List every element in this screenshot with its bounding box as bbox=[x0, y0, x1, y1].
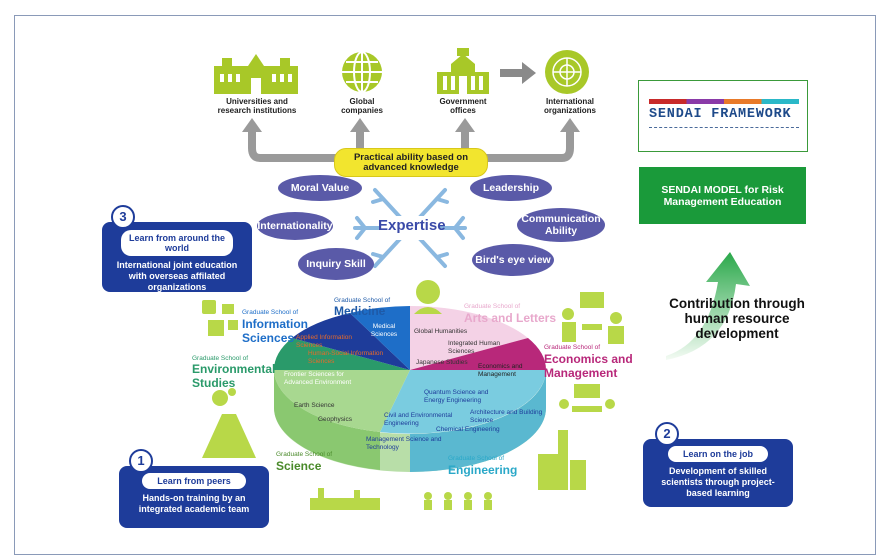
pie-slice-arts bbox=[410, 305, 528, 370]
right-arrow-icon bbox=[500, 62, 536, 84]
factory-icon bbox=[310, 488, 380, 510]
school-information-sciences: Information Sciences bbox=[242, 317, 308, 345]
sub-quantum: Quantum Science and Energy Engineering bbox=[424, 389, 489, 404]
skill-moral-value: Moral Value bbox=[278, 175, 362, 201]
contribution-text: Contribution through human resource deve… bbox=[669, 296, 805, 341]
connector-arrows bbox=[242, 118, 580, 162]
env-tag: Graduate School of bbox=[192, 355, 249, 362]
sub-frontier: Frontier Sciences for Advanced Environme… bbox=[284, 371, 352, 386]
sub-integrated-hum: Integrated Human Sciences bbox=[448, 340, 501, 355]
learn-peers-body: Hands-on training by an integrated acade… bbox=[138, 493, 250, 514]
sendai-framework-logo: SENDAI FRAMEWORK bbox=[638, 80, 808, 152]
eng-tag: Graduate School of bbox=[448, 455, 505, 462]
number-3-badge: 3 bbox=[111, 205, 135, 229]
school-environmental: Environmental Studies bbox=[192, 362, 276, 390]
school-arts-letters: Arts and Letters bbox=[464, 311, 557, 325]
org-government-label: Government offices bbox=[439, 97, 487, 115]
un-emblem-icon bbox=[545, 50, 589, 94]
framework-subtitle-stripe bbox=[649, 127, 799, 131]
learn-world-body: International joint education with overs… bbox=[116, 260, 238, 292]
sub-econ-mgmt: Economics and Management bbox=[478, 363, 523, 378]
info-tag: Graduate School of bbox=[242, 309, 299, 316]
learn-job-body: Development of skilled scientists throug… bbox=[661, 466, 775, 498]
doctor-icon bbox=[414, 280, 442, 314]
school-science: Science bbox=[276, 459, 322, 473]
sub-civil: Civil and Environmental Engineering bbox=[384, 412, 453, 427]
upward-arrow-icon bbox=[666, 252, 750, 360]
pie-depth-science bbox=[274, 370, 380, 470]
learn-peers-head: Learn from peers bbox=[142, 473, 246, 489]
framework-color-bar bbox=[649, 99, 799, 104]
learn-peers-box: Learn from peers Hands-on training by an… bbox=[119, 466, 269, 528]
graduate-schools-pie bbox=[273, 305, 547, 472]
sub-mgmt-sci: Management Science and Technology bbox=[366, 436, 442, 451]
diagram-frame bbox=[14, 15, 876, 555]
org-companies-label: Global companies bbox=[341, 97, 383, 115]
framework-title: SENDAI FRAMEWORK bbox=[649, 107, 792, 122]
volcano-icon bbox=[202, 388, 256, 458]
sub-arch: Architecture and Building Science bbox=[470, 409, 543, 424]
sub-geophysics: Geophysics bbox=[318, 416, 352, 423]
medicine-tag: Graduate School of bbox=[334, 297, 391, 304]
learn-world-box: Learn from around the world Internationa… bbox=[102, 222, 252, 292]
university-icon bbox=[214, 54, 298, 94]
skill-communication: Communication Ability bbox=[517, 208, 605, 242]
sub-applied-info: Applied Information Sciences bbox=[296, 334, 353, 349]
skill-birds-eye: Bird's eye view bbox=[472, 244, 554, 276]
sendai-model-text: SENDAI MODEL for Risk Management Educati… bbox=[661, 183, 784, 208]
learn-job-head: Learn on the job bbox=[668, 446, 768, 462]
science-tag: Graduate School of bbox=[276, 451, 333, 458]
sendai-model-box: SENDAI MODEL for Risk Management Educati… bbox=[639, 167, 806, 224]
sub-human-social: Human-Social Information Sciences bbox=[308, 350, 384, 365]
sub-japanese: Japanese Studies bbox=[416, 359, 468, 366]
sub-global-hum: Global Humanities bbox=[414, 328, 468, 335]
school-engineering: Engineering bbox=[448, 463, 518, 477]
econ-tag: Graduate School of bbox=[544, 344, 601, 351]
pie-slice-eng bbox=[380, 370, 546, 434]
pie-slice-info bbox=[292, 313, 410, 370]
school-economics: Economics and Management bbox=[544, 352, 633, 380]
construction-icon bbox=[538, 430, 586, 490]
school-medicine: Medicine bbox=[334, 304, 386, 318]
sub-earth: Earth Science bbox=[294, 402, 335, 409]
pie-slice-science bbox=[274, 370, 410, 432]
pie-slice-env bbox=[273, 338, 410, 370]
learn-world-head: Learn from around the world bbox=[121, 230, 233, 256]
skill-inquiry: Inquiry Skill bbox=[298, 248, 374, 280]
skill-internationality: Internationality bbox=[257, 212, 333, 240]
pie-slice-medicine bbox=[350, 306, 410, 370]
pie-slice-econ bbox=[410, 338, 547, 370]
learn-job-box: Learn on the job Development of skilled … bbox=[643, 439, 793, 507]
practical-ability-text: Practical ability based on advanced know… bbox=[353, 151, 469, 173]
government-building-icon bbox=[437, 48, 489, 94]
globe-icon bbox=[342, 51, 382, 93]
skill-leadership: Leadership bbox=[470, 175, 552, 201]
computer-icon bbox=[202, 300, 238, 336]
number-1-badge: 1 bbox=[129, 449, 153, 473]
arts-tag: Graduate School of bbox=[464, 303, 521, 310]
practical-ability-banner: Practical ability based on advanced know… bbox=[334, 148, 488, 177]
meeting-icon bbox=[559, 384, 615, 412]
arts-figures-icon bbox=[562, 292, 624, 344]
expertise-label: Expertise bbox=[378, 217, 446, 234]
sub-chemical: Chemical Engineering bbox=[436, 426, 500, 433]
pie-depth-eng bbox=[410, 370, 546, 472]
number-2-badge: 2 bbox=[655, 422, 679, 446]
org-international-label: International organizations bbox=[543, 97, 596, 115]
sub-medical: Medical Sciences bbox=[370, 323, 398, 338]
org-universities-label: Universities and research institutions bbox=[217, 97, 297, 115]
workers-icon bbox=[424, 492, 492, 510]
expertise-snowflake-icon bbox=[353, 188, 467, 268]
